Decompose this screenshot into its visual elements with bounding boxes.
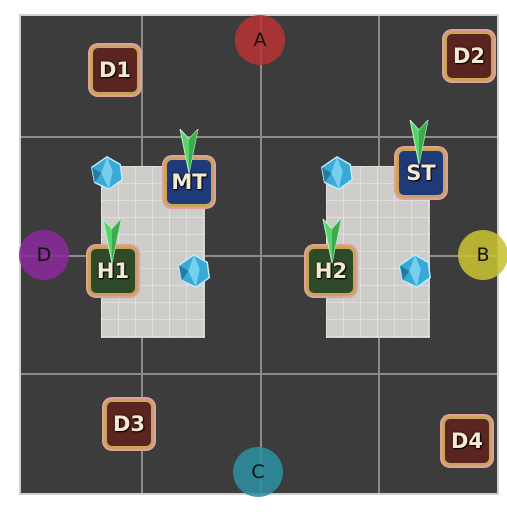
waymark-c: C: [233, 447, 283, 497]
waymark-a: A: [235, 15, 285, 65]
role-marker-d2: D2: [444, 31, 494, 81]
waymark-b: B: [458, 230, 507, 280]
crystal-icon: [321, 156, 353, 190]
role-marker-d4: D4: [442, 416, 492, 466]
waymark-b-label: B: [476, 244, 490, 266]
role-label: MT: [171, 170, 207, 194]
role-marker-h2: H2: [306, 246, 356, 296]
waymark-a-label: A: [253, 29, 267, 51]
role-label: D2: [452, 44, 486, 68]
role-label: H1: [96, 259, 130, 283]
crystal-icon: [178, 254, 210, 288]
grid-line-horizontal: [21, 136, 497, 138]
target-marker-icon: [179, 129, 199, 173]
role-marker-d1: D1: [90, 45, 140, 95]
crystal-icon: [399, 254, 431, 288]
waymark-d: D: [19, 230, 69, 280]
role-marker-h1: H1: [88, 246, 138, 296]
target-marker-icon: [409, 120, 429, 164]
role-label: D1: [98, 58, 132, 82]
grid-line-horizontal: [21, 255, 497, 257]
role-label: H2: [314, 259, 348, 283]
role-label: ST: [406, 161, 436, 185]
grid-line-vertical: [260, 16, 262, 493]
role-marker-d3: D3: [104, 399, 154, 449]
waymark-c-label: C: [251, 461, 265, 483]
target-marker-icon: [102, 219, 122, 263]
role-label: D3: [112, 412, 146, 436]
waymark-d-label: D: [36, 244, 52, 266]
grid-line-horizontal: [21, 373, 497, 375]
crystal-icon: [91, 156, 123, 190]
role-label: D4: [450, 429, 484, 453]
target-marker-icon: [322, 219, 342, 263]
